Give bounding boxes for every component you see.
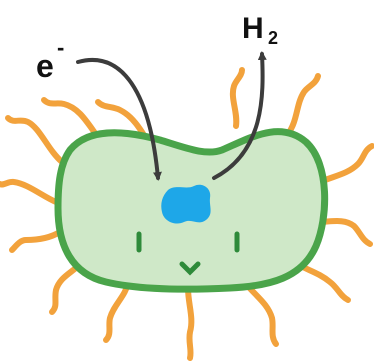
flagellum xyxy=(0,182,56,202)
flagellum xyxy=(106,282,128,340)
flagellum xyxy=(246,284,276,344)
flagellum xyxy=(288,76,318,134)
flagellum xyxy=(233,70,242,126)
hydrogen-subscript: 2 xyxy=(268,28,278,48)
flagellum xyxy=(12,232,60,250)
electron-charge-label: - xyxy=(57,35,64,60)
flagellum xyxy=(188,288,191,358)
electron-label: e xyxy=(36,48,54,84)
flagellum xyxy=(320,146,372,182)
hydrogenase-blob-icon xyxy=(161,185,210,224)
hydrogen-label: H xyxy=(242,12,264,45)
flagellum xyxy=(8,118,62,162)
